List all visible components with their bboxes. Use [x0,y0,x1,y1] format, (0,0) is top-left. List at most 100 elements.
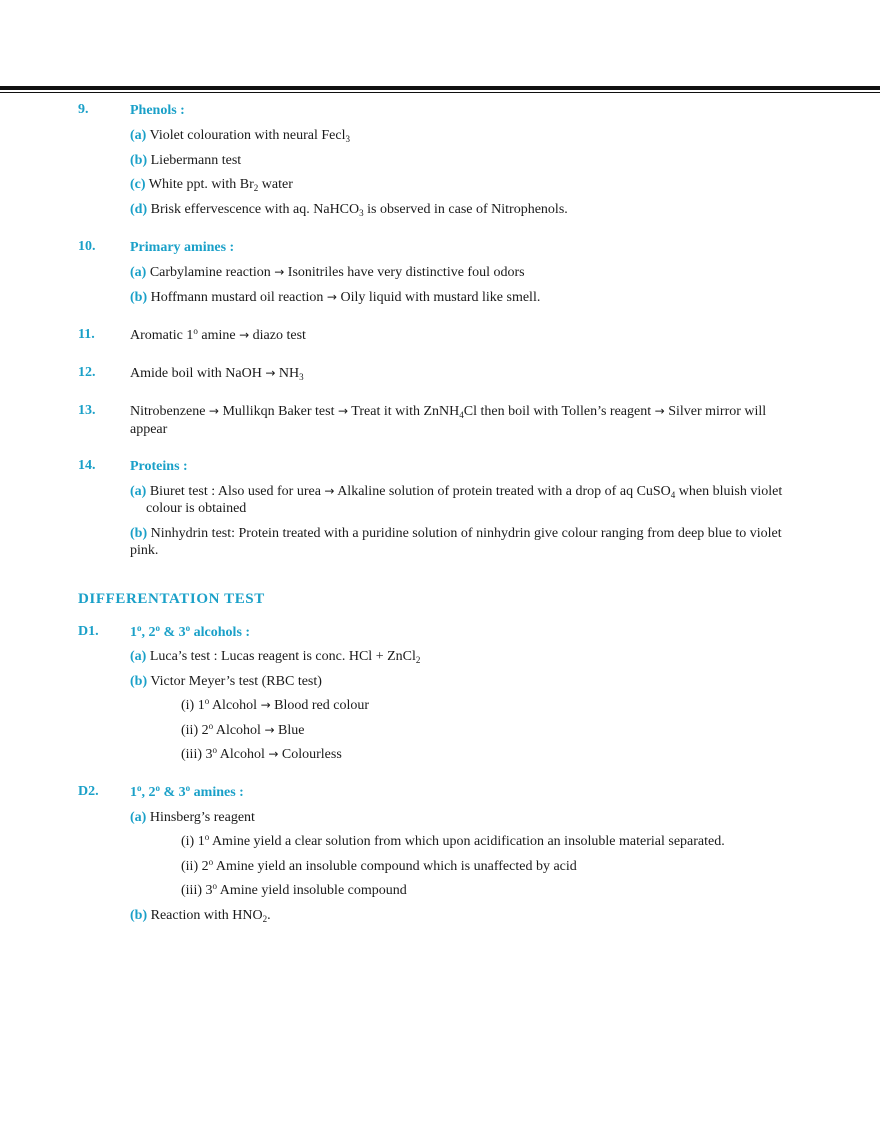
heading-part: , 2 [141,785,156,800]
sub-list-item: (ii) 2o Amine yield an insoluble compoun… [181,858,577,875]
subscript: 3 [345,134,350,144]
arrow-icon: → [274,265,285,279]
list-item: Amide boil with NaOH → NH3 [130,365,790,382]
list-item: Aromatic 1o amine → diazo test [130,327,790,344]
item-text: NH [275,366,300,381]
item-text: Luca’s test : Lucas reagent is conc. HCl… [149,649,416,664]
item-text: (iii) 3 [181,883,213,898]
item-number: 9. [78,102,89,117]
list-item: (b) Reaction with HNO2. [130,907,790,924]
list-item: (b) Victor Meyer’s test (RBC test) [130,673,790,690]
subscript: 4 [459,410,464,420]
item-text: Amine yield a clear solution from which … [209,834,725,849]
item-text: Alkaline solution of protein treated wit… [334,484,671,499]
superscript: o [208,857,214,867]
item-text: Ninhydrin test: Protein treated with a p… [150,526,782,541]
item-text: Alcohol [209,698,261,713]
heading-part: amines : [190,785,244,800]
arrow-icon: → [260,698,271,712]
item-text: Hoffmann mustard oil reaction [150,290,327,305]
item-text: is observed in case of Nitrophenols. [363,202,568,217]
item-label: (b) [130,908,148,923]
item-text: Blue [274,723,305,738]
item-text: Biuret test : Also used for urea [149,484,325,499]
heading-part: 1 [130,625,137,640]
list-item: Nitrobenzene → Mullikqn Baker test → Tre… [130,403,790,420]
subscript: 2 [253,183,259,193]
arrow-icon: → [337,404,349,418]
item-text: Alcohol [217,747,269,762]
arrow-icon: → [268,747,279,761]
subscript: 2 [262,914,268,924]
item-label: (b) [130,290,148,305]
item-text: Hinsberg’s reagent [149,810,255,825]
item-text: (ii) 2 [181,859,209,874]
item-number: 14. [78,458,96,473]
list-item: (a) Hinsberg’s reagent [130,809,790,826]
list-item-continuation: colour is obtained [146,501,247,516]
superscript: o [137,623,142,633]
heading-part: alcohols : [190,625,251,640]
item-number: D1. [78,624,99,639]
item-heading: Primary amines : [130,240,235,255]
item-number: 13. [78,403,96,418]
item-text: Aromatic 1 [130,328,194,343]
item-label: (d) [130,202,148,217]
item-text: Brisk effervescence with aq. NaHCO [150,202,360,217]
item-text: Nitrobenzene [130,404,209,419]
item-text: Blood red colour [270,698,369,713]
item-label: (b) [130,153,148,168]
list-item: (a) Biuret test : Also used for urea → A… [130,483,790,500]
item-text: Oily liquid with mustard like smell. [336,290,541,305]
item-text: . [267,908,271,923]
list-item-continuation: appear [130,422,168,437]
item-label: (c) [130,177,146,192]
arrow-icon: → [324,484,335,498]
arrow-icon: → [208,404,219,418]
subscript: 3 [299,372,304,382]
header-rule-thin [0,92,880,93]
item-label: (a) [130,265,147,280]
item-heading: Phenols : [130,103,185,118]
superscript: o [208,721,214,731]
list-item-continuation: pink. [130,543,159,558]
superscript: o [185,623,191,633]
heading-part: & 3 [160,785,186,800]
item-label: (a) [130,810,147,825]
superscript: o [155,623,161,633]
arrow-icon: → [239,328,250,342]
item-text: Violet colouration with neural Fecl [149,128,346,143]
item-text: Amide boil with NaOH [130,366,266,381]
list-item: (a) Luca’s test : Lucas reagent is conc.… [130,648,790,665]
item-number: 12. [78,365,96,380]
list-item: (d) Brisk effervescence with aq. NaHCO3 … [130,201,790,218]
sub-list-item: (ii) 2o Alcohol → Blue [181,722,304,739]
item-text: Liebermann test [150,153,242,168]
heading-part: & 3 [160,625,186,640]
superscript: o [185,783,191,793]
item-text: Amine yield insoluble compound [217,883,407,898]
arrow-icon: → [654,404,665,418]
item-heading: 1o, 2o & 3o amines : [130,784,790,801]
section-title: DIFFERENTATION TEST [78,591,265,607]
item-text: diazo test [249,328,306,343]
list-item: (b) Ninhydrin test: Protein treated with… [130,525,790,542]
superscript: o [155,783,161,793]
item-number: 10. [78,239,96,254]
arrow-icon: → [265,366,276,380]
superscript: o [204,832,210,842]
item-label: (a) [130,649,147,664]
sub-list-item: (i) 1o Amine yield a clear solution from… [181,833,725,850]
item-text: (i) 1 [181,698,205,713]
list-item: (c) White ppt. with Br2 water [130,176,790,193]
sub-list-item: (i) 1o Alcohol → Blood red colour [181,697,369,714]
item-text: White ppt. with Br [148,177,254,192]
item-text: Cl then boil with Tollen’s reagent [463,404,655,419]
item-text: (i) 1 [181,834,205,849]
subscript: 3 [359,208,364,218]
superscript: o [137,783,142,793]
item-text: water [258,177,293,192]
item-text: amine [197,328,240,343]
superscript: o [204,696,210,706]
item-text: Amine yield an insoluble compound which … [213,859,577,874]
